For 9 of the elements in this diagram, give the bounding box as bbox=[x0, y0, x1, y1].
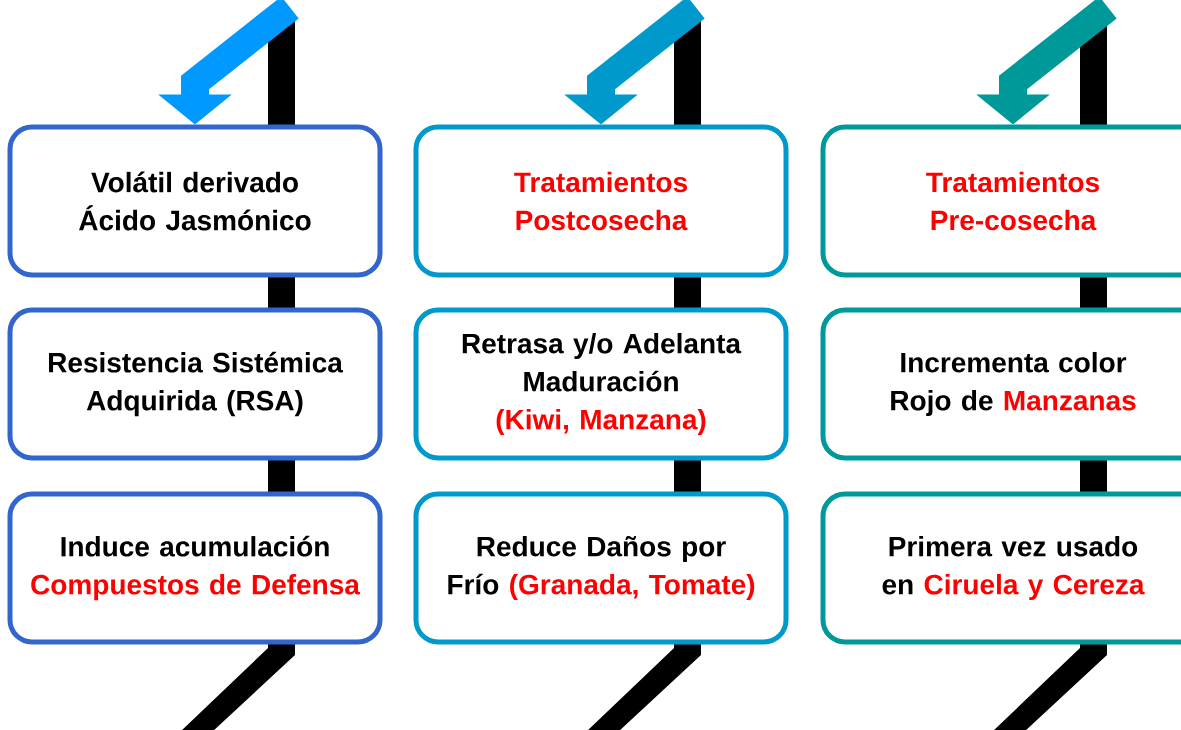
text-box: Tratamientos Pre-cosecha bbox=[820, 124, 1181, 278]
text-box: Volátil derivado Ácido Jasmónico bbox=[7, 124, 383, 278]
text-box: Resistencia Sistémica Adquirida (RSA) bbox=[7, 307, 383, 461]
text-box: Reduce Daños por Frío (Granada, Tomate) bbox=[413, 491, 789, 645]
text-box: Incrementa color Rojo de Manzanas bbox=[820, 307, 1181, 461]
text-box: Induce acumulación Compuestos de Defensa bbox=[7, 491, 383, 645]
text-box: Primera vez usado en Ciruela y Cereza bbox=[820, 491, 1181, 645]
text-box: Tratamientos Postcosecha bbox=[413, 124, 789, 278]
text-box: Retrasa y/o Adelanta Maduración (Kiwi, Manzana) bbox=[413, 307, 789, 461]
